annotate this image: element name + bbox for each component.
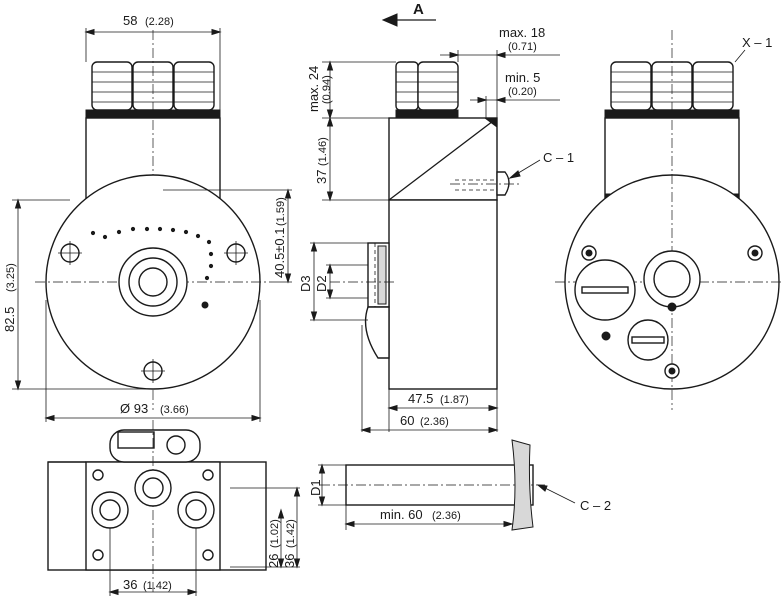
dim-40-5: 40.5±0.1: [272, 227, 287, 278]
c2-label: C – 2: [580, 498, 611, 513]
x1-label: X – 1: [742, 35, 772, 50]
c1-label: C – 1: [543, 150, 574, 165]
dim-height-26-inch: (1.02): [269, 519, 281, 548]
dim-diameter-93-inch: (3.66): [160, 404, 189, 416]
shaft-detail: D1 min. 60 (2.36) C – 2: [308, 439, 611, 531]
dim-max-18: max. 18: [499, 25, 545, 40]
dim-47-5-inch: (1.87): [440, 394, 469, 406]
dim-height-37-inch: (1.46): [317, 137, 329, 166]
dim-min-60: min. 60: [380, 507, 423, 522]
side-flange: [388, 199, 498, 390]
dim-width-58: 58: [123, 13, 137, 28]
d2-label: D2: [314, 275, 329, 292]
dim-height-82-5-inch: (3.25): [5, 263, 17, 292]
dim-min-60-inch: (2.36): [432, 510, 461, 522]
dim-60-inch: (2.36): [420, 416, 449, 428]
dim-height-82-5: 82.5: [2, 307, 17, 332]
dim-width-36-inch: (1.42): [143, 580, 172, 592]
dim-max-24-inch: (0.94): [321, 75, 333, 104]
dim-min-5: min. 5: [505, 70, 540, 85]
dim-60: 60: [400, 413, 414, 428]
dim-height-36: 36: [282, 554, 297, 568]
dim-min-5-inch: (0.20): [508, 86, 537, 98]
dim-width-36: 36: [123, 577, 137, 592]
side-view: A D3 D2: [298, 1, 574, 434]
bottom-view: 26 (1.02) 36 (1.42) 36 (1.42): [47, 420, 301, 596]
view-a-label: A: [413, 1, 424, 18]
dim-width-58-inch: (2.28): [145, 16, 174, 28]
dim-height-36-inch: (1.42): [285, 519, 297, 548]
dim-diameter-93: Ø 93: [120, 401, 148, 416]
rear-view: X – 1: [555, 30, 784, 410]
dim-height-26: 26: [266, 554, 281, 568]
dim-height-37: 37: [314, 170, 329, 184]
d1-label: D1: [308, 479, 323, 496]
d3-label: D3: [298, 275, 313, 292]
led-dot-ring: [90, 226, 214, 309]
dim-max-18-inch: (0.71): [508, 41, 537, 53]
dim-40-5-inch: (1.59): [275, 197, 287, 226]
dim-47-5: 47.5: [408, 391, 433, 406]
dim-max-24: max. 24: [306, 66, 321, 112]
front-view: 58 (2.28) 82.5 (3.25) 40.5±0.1 (1.59) Ø …: [2, 13, 292, 422]
